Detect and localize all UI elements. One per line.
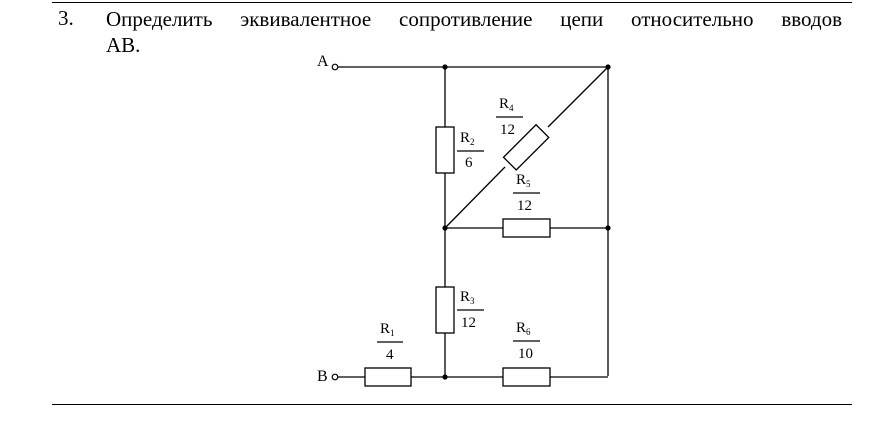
terminal-b-node — [331, 373, 339, 381]
junction-dot — [605, 225, 611, 231]
terminal-b-label: В — [317, 368, 328, 385]
value-r1: 4 — [386, 347, 394, 363]
value-r3: 12 — [461, 315, 476, 331]
top-rule — [52, 2, 852, 3]
terminal-a-label: А — [317, 53, 329, 70]
resistor-r3 — [435, 286, 455, 334]
bottom-rule — [52, 404, 852, 405]
resistor-r5 — [502, 218, 551, 238]
label-r4: R4 — [499, 96, 514, 113]
label-r5: R5 — [516, 172, 531, 189]
terminal-a-node — [331, 63, 339, 71]
junction-dot — [442, 225, 448, 231]
label-r6: R6 — [516, 320, 531, 337]
value-r2: 6 — [465, 155, 473, 171]
wire-r4-lower — [444, 166, 506, 229]
wire-r4-upper — [547, 66, 609, 128]
label-r1: R1 — [380, 321, 395, 338]
junction-dot — [442, 64, 448, 70]
resistor-r6 — [502, 367, 551, 387]
resistor-r1 — [364, 367, 412, 387]
value-r4: 12 — [500, 122, 515, 138]
problem-text-line2: АВ. — [106, 33, 141, 57]
value-r6: 10 — [518, 346, 533, 362]
resistor-r4 — [502, 123, 550, 171]
label-r2: R2 — [460, 130, 475, 147]
junction-dot — [442, 374, 448, 380]
problem-number: 3. — [58, 6, 74, 30]
label-r3: R3 — [460, 289, 475, 306]
resistor-r2 — [435, 126, 455, 174]
value-r5: 12 — [517, 198, 532, 214]
junction-dot — [605, 64, 611, 70]
problem-text-line1: Определить эквивалентное сопротивление ц… — [106, 7, 842, 31]
